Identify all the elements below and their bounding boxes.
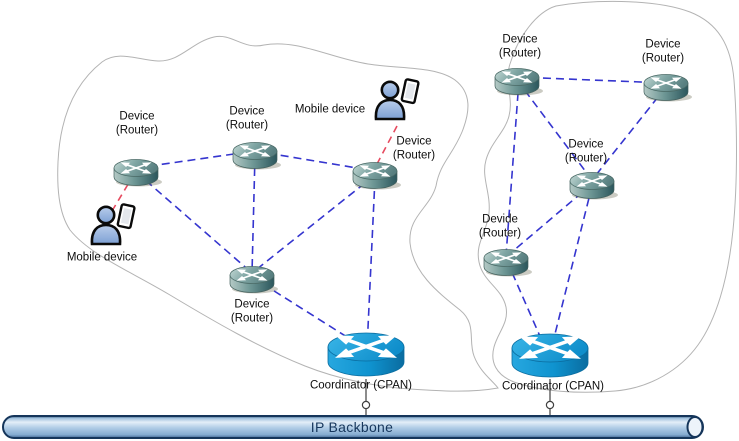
cpan-cloud-right xyxy=(477,0,737,393)
connector-circle xyxy=(361,400,371,410)
mobile-user-icon xyxy=(90,202,137,246)
mesh-link xyxy=(251,154,256,274)
ip-backbone-bar xyxy=(2,415,704,439)
mobile-user-icon xyxy=(374,77,421,121)
router-icon xyxy=(495,69,543,96)
router-icon xyxy=(114,160,162,187)
router-icon xyxy=(353,163,401,190)
router-icon xyxy=(230,267,278,294)
mesh-link xyxy=(366,177,376,350)
mobile-links xyxy=(111,125,398,212)
cpan-cloud-left xyxy=(57,35,499,392)
mesh-link xyxy=(251,276,367,350)
backbone-drop-links xyxy=(361,379,555,416)
mesh-link xyxy=(516,79,593,181)
mesh-link xyxy=(135,171,253,274)
mesh-link xyxy=(505,79,520,257)
router-icon xyxy=(233,143,281,170)
mobile-link xyxy=(111,175,134,212)
coordinator-icon xyxy=(512,334,588,377)
router-icon xyxy=(570,173,618,200)
mobile-link xyxy=(376,125,398,165)
coordinator-icon xyxy=(328,333,404,376)
mesh-link xyxy=(516,76,667,84)
router-icon xyxy=(644,75,692,102)
mesh-link xyxy=(550,185,593,351)
connector-circle xyxy=(545,400,555,410)
mesh-link xyxy=(251,174,376,274)
mesh-link xyxy=(591,86,667,181)
router-icon xyxy=(484,250,532,277)
